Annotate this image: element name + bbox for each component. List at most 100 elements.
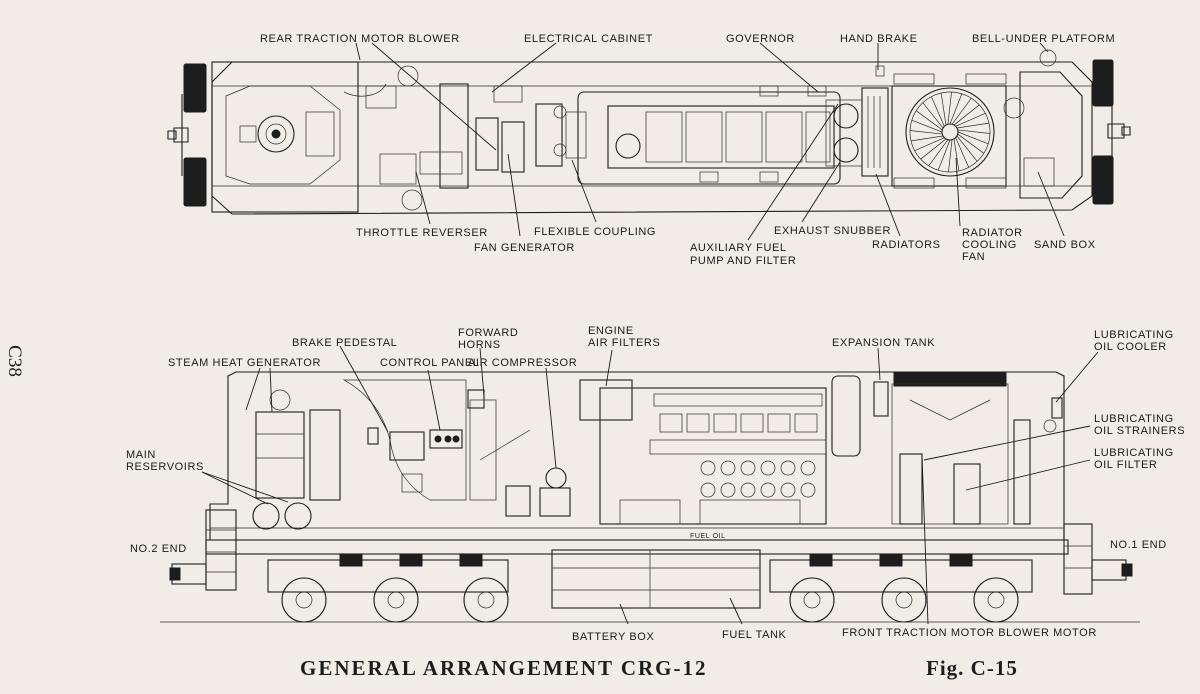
label-radiators: RADIATORS [872, 239, 941, 251]
label-electrical-cabinet: ELECTRICAL CABINET [524, 33, 653, 45]
label-lubricating-strainers: LUBRICATING [1094, 413, 1174, 425]
fan-blade [931, 96, 945, 127]
plan-engine [577, 85, 841, 185]
label-main: MAIN [126, 449, 156, 461]
label-sand-box: SAND BOX [1034, 239, 1096, 251]
plan-exhaust-snubbers [825, 99, 863, 167]
label-steam-heat-generator: STEAM HEAT GENERATOR [168, 357, 321, 369]
figure-number: Fig. C-15 [926, 656, 1018, 680]
plan-leader-lines [355, 42, 1065, 241]
plan-labels: REAR TRACTION MOTOR BLOWER ELECTRICAL CA… [260, 33, 1115, 267]
elev-engine [599, 387, 827, 525]
elevation-leader-lines [201, 345, 1099, 625]
fan-blade [955, 113, 986, 127]
label-brake-pedestal: BRAKE PEDESTAL [292, 337, 397, 349]
plan-hull [211, 61, 1093, 215]
fan-blade [909, 130, 943, 135]
fan-blade [928, 139, 949, 167]
fan-blade [915, 110, 943, 131]
engine-cylinder [740, 482, 756, 498]
label-no1-end: NO.1 END [1110, 539, 1167, 551]
engine-cylinder [700, 460, 716, 476]
plan-radiators [861, 73, 1007, 189]
label-engine: ENGINE [588, 325, 634, 337]
fan-blade [911, 119, 943, 133]
front-steps [1063, 523, 1093, 595]
cylinder-head [659, 413, 683, 433]
label-no2-end: NO.2 END [130, 543, 187, 555]
cylinder-head [740, 413, 764, 433]
fan-blade [951, 97, 972, 125]
label-air-compressor: AIR COMPRESSOR [468, 357, 577, 369]
label-oil-strainers: OIL STRAINERS [1094, 425, 1185, 437]
fan-blade [957, 129, 991, 134]
label-rear-traction-motor-blower: REAR TRACTION MOTOR BLOWER [260, 33, 460, 45]
plan-front-hood [875, 49, 1083, 199]
label-battery-box: BATTERY BOX [572, 631, 654, 643]
engine-cylinder [700, 482, 716, 498]
rear-truck [267, 553, 509, 623]
cylinder-head [767, 413, 791, 433]
cylinder-head [713, 413, 737, 433]
engine-cylinder [760, 460, 776, 476]
label-lubricating-cooler: LUBRICATING [1094, 329, 1174, 341]
label-auxiliary-fuel: AUXILIARY FUEL [690, 242, 787, 254]
fan-blade [940, 92, 947, 126]
label-horns: HORNS [458, 339, 501, 351]
cylinder-head [686, 413, 710, 433]
elev-fuel-tank [551, 549, 761, 609]
plan-cab-equipment [343, 65, 463, 211]
label-forward: FORWARD [458, 327, 518, 339]
fan-blade [910, 135, 944, 142]
plan-electrical-gear [439, 83, 587, 189]
elevation-view [160, 371, 1140, 623]
fan-blade [955, 137, 969, 168]
plan-radiator-fan [905, 87, 995, 177]
rear-steps [205, 509, 237, 591]
front-truck [769, 553, 1033, 623]
engine-cylinder [800, 482, 816, 498]
label-fan: FAN [962, 251, 985, 263]
plan-view [167, 49, 1131, 215]
label-fuel-oil: FUEL OIL [690, 533, 726, 540]
label-reservoirs: RESERVOIRS [126, 461, 204, 473]
fan-blade [947, 91, 952, 125]
fan-blade [914, 137, 945, 151]
fan-blade [956, 122, 990, 129]
label-air-filters: AIR FILTERS [588, 337, 660, 349]
label-fuel-tank: FUEL TANK [722, 629, 787, 641]
underframe [205, 539, 1069, 555]
rear-coupler [169, 563, 207, 585]
elev-steam-generator [252, 389, 341, 530]
elevation-body [209, 371, 1065, 541]
fan-blade [957, 133, 985, 154]
fan-blade [948, 139, 953, 173]
elev-air-compressor [469, 379, 633, 517]
fan-blade [937, 139, 951, 171]
engine-cylinder [780, 460, 796, 476]
label-radiator: RADIATOR [962, 227, 1023, 239]
label-governor: GOVERNOR [726, 33, 795, 45]
label-exhaust-snubber: EXHAUST SNUBBER [774, 225, 891, 237]
engine-cylinder [720, 482, 736, 498]
plan-cab [211, 61, 359, 213]
fan-blade [922, 102, 944, 129]
elevation-labels: BRAKE PEDESTAL FORWARD HORNS ENGINE AIR … [126, 325, 1185, 643]
fan-blade [920, 138, 947, 160]
label-cooling: COOLING [962, 239, 1017, 251]
engine-cylinder [720, 460, 736, 476]
cylinder-head [794, 413, 818, 433]
figure-caption: GENERAL ARRANGEMENT CRG-12 [300, 656, 708, 680]
label-pump-and-filter: PUMP AND FILTER [690, 255, 796, 267]
label-bell-under-platform: BELL-UNDER PLATFORM [972, 33, 1115, 45]
label-hand-brake: HAND BRAKE [840, 33, 918, 45]
plan-front-end-gear [1092, 59, 1131, 205]
label-lubricating-filter: LUBRICATING [1094, 447, 1174, 459]
fan-blade [956, 135, 978, 162]
fan-blade [953, 104, 980, 126]
plan-rear-end-gear [167, 63, 207, 207]
fan-blade [953, 138, 960, 172]
engine-cylinder [740, 460, 756, 476]
label-oil-filter: OIL FILTER [1094, 459, 1157, 471]
